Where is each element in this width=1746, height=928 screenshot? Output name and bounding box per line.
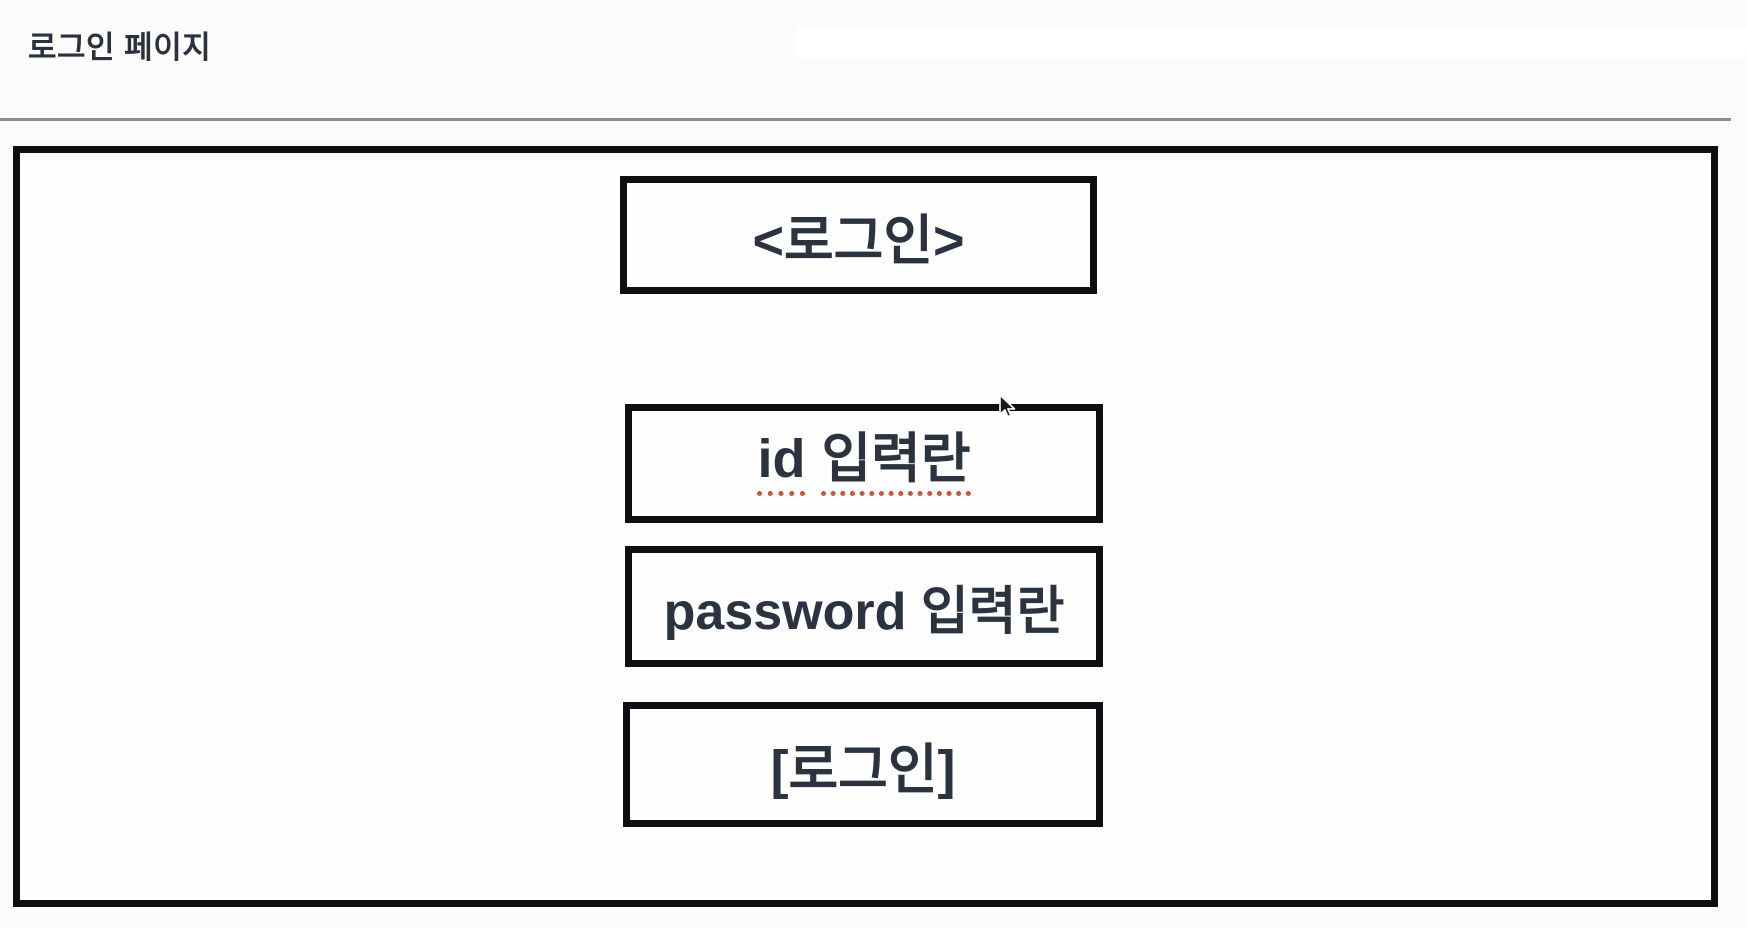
login-header-box[interactable]: <로그인>: [620, 176, 1097, 294]
login-button-label: [로그인]: [770, 740, 956, 800]
page-title: 로그인 페이지: [28, 30, 212, 65]
id-label-word2: 입력란: [821, 431, 971, 496]
login-header-label: <로그인>: [752, 210, 965, 271]
wireframe-outer-frame[interactable]: <로그인> id 입력란 password 입력란 [로그인]: [13, 146, 1718, 907]
top-highlight-strip: [795, 27, 1746, 58]
password-input-box[interactable]: password 입력란: [625, 546, 1103, 667]
login-button-box[interactable]: [로그인]: [623, 702, 1103, 827]
password-label: password 입력란: [663, 583, 1065, 641]
id-input-box[interactable]: id 입력란: [625, 404, 1103, 523]
header-divider: [0, 118, 1731, 121]
id-label-word1: id: [757, 431, 806, 496]
